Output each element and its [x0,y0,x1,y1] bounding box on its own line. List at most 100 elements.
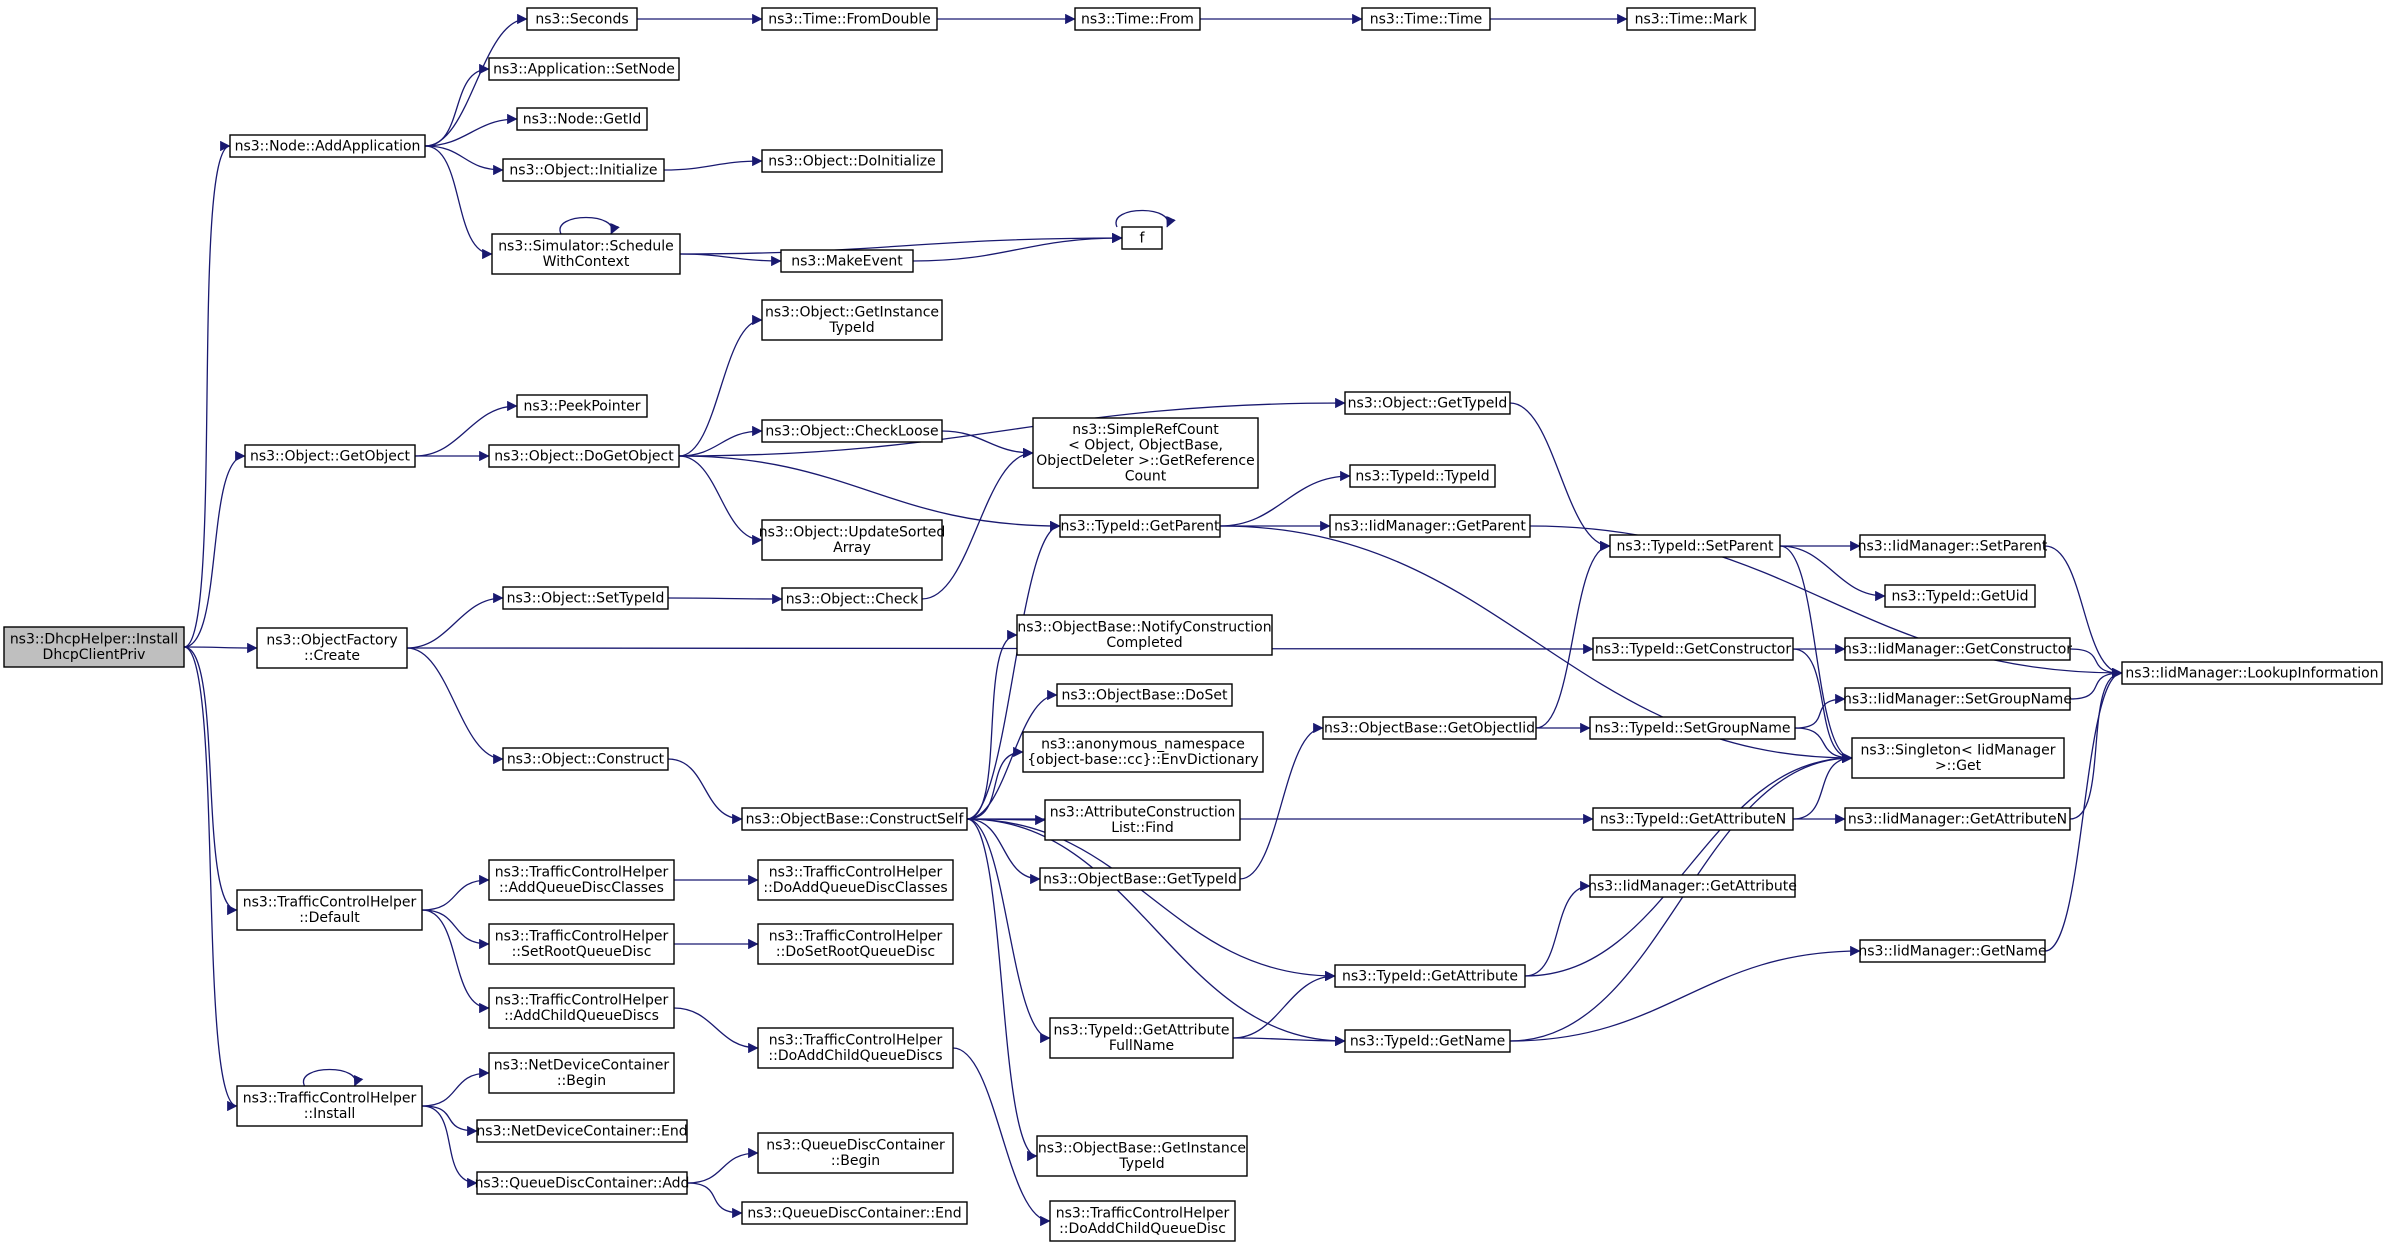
node-qdc-begin[interactable]: ns3::QueueDiscContainer::Begin [757,1132,954,1174]
node-get-attribute[interactable]: ns3::TypeId::GetAttribute [1334,964,1526,988]
node-do-initialize[interactable]: ns3::Object::DoInitialize [761,149,943,173]
node-peek-pointer[interactable]: ns3::PeekPointer [516,394,648,418]
node-do-add-child-qds[interactable]: ns3::TrafficControlHelper::DoAddChildQue… [757,1027,954,1069]
node-do-set[interactable]: ns3::ObjectBase::DoSet [1056,683,1233,707]
node-get-uid[interactable]: ns3::TypeId::GetUid [1884,584,2036,608]
node-label: ns3::TypeId::GetAttribute [1054,1023,1230,1039]
node-box [502,586,669,610]
node-box [1884,584,2036,608]
node-get-object-iid[interactable]: ns3::ObjectBase::GetObjectIid [1322,716,1537,740]
node-box [1844,807,2071,831]
call-nodes: ns3::DhcpHelper::InstallDhcpClientPrivns… [3,7,2383,1242]
node-qdc-add[interactable]: ns3::QueueDiscContainer::Add [475,1171,690,1195]
call-edge [421,909,490,1014]
node-construct[interactable]: ns3::Object::Construct [502,747,669,771]
node-do-add-child-qd[interactable]: ns3::TrafficControlHelper::DoAddChildQue… [1049,1200,1236,1242]
node-check-loose[interactable]: ns3::Object::CheckLoose [761,419,943,443]
node-ref-count[interactable]: ns3::SimpleRefCount< Object, ObjectBase,… [1032,417,1259,489]
node-label: ns3::IidManager::GetAttributeN [1848,811,2067,827]
node-box [1022,731,1264,773]
node-from[interactable]: ns3::Time::From [1074,7,1201,31]
call-edge [966,818,1051,1044]
call-edge [421,874,490,911]
node-iid-set-group-name[interactable]: ns3::IidManager::SetGroupName [1843,687,2072,711]
node-notify-construction[interactable]: ns3::ObjectBase::NotifyConstructionCompl… [1016,614,1273,656]
call-edge [421,909,490,950]
node-do-add-qdc[interactable]: ns3::TrafficControlHelper::DoAddQueueDis… [757,859,954,901]
node-label: ns3::TrafficControlHelper [1056,1206,1230,1222]
call-edge [424,145,504,176]
node-tch-install[interactable]: ns3::TrafficControlHelper::Install [236,1085,423,1127]
node-label: ns3::TrafficControlHelper [769,1033,943,1049]
node-box [1049,1017,1234,1059]
node-mark[interactable]: ns3::Time::Mark [1626,7,1756,31]
node-f[interactable]: f [1121,226,1163,250]
node-box [1049,1200,1236,1242]
node-tch-default[interactable]: ns3::TrafficControlHelper::Default [236,889,423,931]
call-edge [966,746,1024,820]
node-add-child-qd[interactable]: ns3::TrafficControlHelper::AddChildQueue… [488,987,675,1029]
node-singleton-get[interactable]: ns3::Singleton< IidManager>::Get [1851,737,2065,779]
node-box [1844,687,2071,711]
node-from-double[interactable]: ns3::Time::FromDouble [761,7,938,31]
node-label: ns3::Object::GetTypeId [1348,395,1508,411]
call-edge [421,1067,490,1107]
node-set-group-name[interactable]: ns3::TypeId::SetGroupName [1589,716,1796,740]
node-set-type-id[interactable]: ns3::Object::SetTypeId [502,586,669,610]
node-time-time[interactable]: ns3::Time::Time [1361,7,1491,31]
node-add-qdc[interactable]: ns3::TrafficControlHelper::AddQueueDiscC… [488,859,675,901]
node-add-app[interactable]: ns3::Node::AddApplication [229,134,426,158]
node-set-parent[interactable]: ns3::TypeId::SetParent [1609,534,1781,558]
node-get-id[interactable]: ns3::Node::GetId [516,107,648,131]
node-get-object[interactable]: ns3::Object::GetObject [244,444,416,468]
node-make-event[interactable]: ns3::MakeEvent [780,249,914,273]
node-qdc-end[interactable]: ns3::QueueDiscContainer::End [741,1201,968,1225]
node-ndc-end[interactable]: ns3::NetDeviceContainer::End [476,1119,688,1143]
node-label: Array [833,540,871,556]
node-label: Count [1125,469,1167,485]
node-initialize[interactable]: ns3::Object::Initialize [502,158,665,182]
node-iid-get-attribute[interactable]: ns3::IidManager::GetAttribute [1588,874,1797,898]
call-edge [1219,525,1853,764]
node-seconds[interactable]: ns3::Seconds [526,7,638,31]
node-obj-get-type-id[interactable]: ns3::Object::GetTypeId [1344,391,1511,415]
node-do-set-root-qd[interactable]: ns3::TrafficControlHelper::DoSetRootQueu… [757,923,954,965]
call-edge [1779,545,1853,764]
node-iid-set-parent[interactable]: ns3::IidManager::SetParent [1858,534,2048,558]
node-type-id-type-id[interactable]: ns3::TypeId::TypeId [1349,464,1496,488]
call-edge [952,1047,1051,1227]
node-iid-get-parent[interactable]: ns3::IidManager::GetParent [1329,514,1531,538]
node-iid-get-attribute-n[interactable]: ns3::IidManager::GetAttributeN [1844,807,2071,831]
node-box [476,1119,688,1143]
node-get-name[interactable]: ns3::TypeId::GetName [1344,1029,1511,1053]
node-ob-get-type-id[interactable]: ns3::ObjectBase::GetTypeId [1039,867,1241,891]
node-ndc-begin[interactable]: ns3::NetDeviceContainer::Begin [488,1052,675,1094]
node-factory-create[interactable]: ns3::ObjectFactory::Create [256,627,408,669]
node-construct-self[interactable]: ns3::ObjectBase::ConstructSelf [741,807,968,831]
node-iid-get-constructor[interactable]: ns3::IidManager::GetConstructor [1843,637,2072,661]
node-get-constructor[interactable]: ns3::TypeId::GetConstructor [1592,637,1794,661]
node-box [229,134,426,158]
node-set-node[interactable]: ns3::Application::SetNode [488,57,680,81]
node-lookup-info[interactable]: ns3::IidManager::LookupInformation [2121,661,2383,685]
node-box [3,626,185,668]
node-iid-get-name[interactable]: ns3::IidManager::GetName [1858,939,2047,963]
node-get-parent[interactable]: ns3::TypeId::GetParent [1059,514,1221,538]
node-env-dict[interactable]: ns3::anonymous_namespace{object-base::cc… [1022,731,1264,773]
node-do-get-object[interactable]: ns3::Object::DoGetObject [488,444,680,468]
node-check[interactable]: ns3::Object::Check [781,587,923,611]
node-box [1056,683,1233,707]
call-edge [1232,1035,1346,1047]
node-set-root-qd[interactable]: ns3::TrafficControlHelper::SetRootQueueD… [488,923,675,965]
node-label: ns3::Object::Construct [507,751,665,767]
call-edge [679,253,782,267]
call-edge [966,818,1346,1047]
node-get-attribute-n[interactable]: ns3::TypeId::GetAttributeN [1592,807,1794,831]
